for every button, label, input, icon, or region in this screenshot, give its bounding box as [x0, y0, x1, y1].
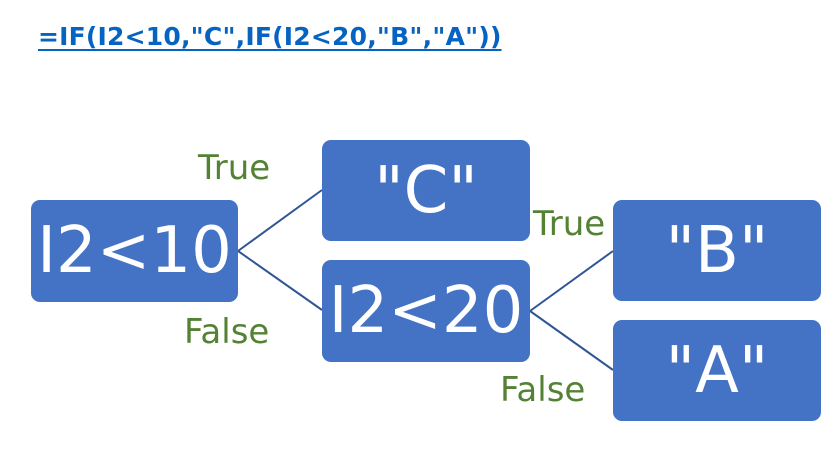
result-node-label: "A" — [665, 333, 769, 408]
connector-cond1-true — [237, 189, 323, 252]
condition-node-label: I2<20 — [328, 274, 524, 348]
result-node-c: "C" — [322, 140, 530, 241]
branch-label-true-2: True — [533, 204, 606, 244]
formula-text: =IF(I2<10,"C",IF(I2<20,"B","A")) — [38, 22, 502, 51]
branch-label-false-1: False — [184, 312, 270, 352]
result-node-label: "C" — [374, 153, 478, 228]
condition-node-label: I2<10 — [37, 214, 232, 288]
connector-cond2-true — [529, 250, 614, 312]
result-node-b: "B" — [613, 200, 821, 301]
connector-cond2-false — [529, 310, 614, 371]
result-node-label: "B" — [665, 213, 769, 288]
condition-node-i2-lt-20: I2<20 — [322, 260, 530, 362]
result-node-a: "A" — [613, 320, 821, 421]
branch-label-false-2: False — [500, 370, 586, 410]
connector-cond1-false — [237, 250, 323, 311]
condition-node-i2-lt-10: I2<10 — [31, 200, 238, 302]
branch-label-true-1: True — [198, 148, 271, 188]
